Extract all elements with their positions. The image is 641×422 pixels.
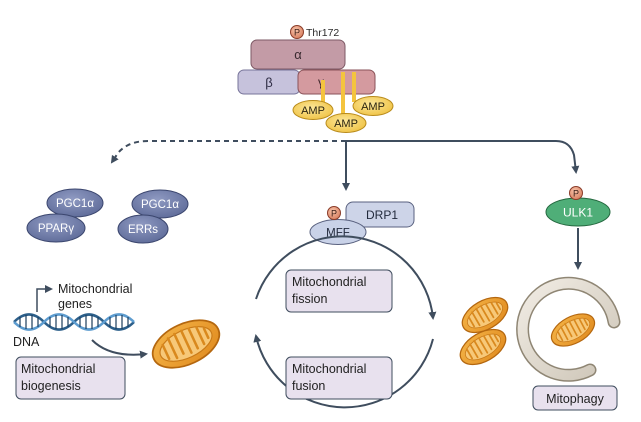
dna-base-pairs (19, 315, 129, 329)
arrow-to-ulk1 (346, 140, 580, 174)
fission-label-box: Mitochondrial fission (285, 269, 393, 313)
dashed-arrow-to-biogenesis-regulators (110, 140, 346, 164)
fission-line-2: fission (292, 292, 327, 306)
gamma-subunit (297, 69, 376, 95)
drp1-label: DRP1 (366, 208, 398, 222)
amp-left (292, 100, 334, 120)
ulk1-label: ULK1 (563, 206, 593, 220)
ampk-complex: P Thr172 α β γ AMP AMP AMP (237, 25, 394, 133)
ampk-phospho-symbol: P (294, 28, 300, 38)
errs-node (117, 214, 169, 244)
transcription-start-arrow (36, 285, 53, 312)
amp-binding-bar-3 (352, 72, 356, 102)
errs-label: ERRs (128, 224, 158, 236)
ppar-gamma-node (26, 213, 86, 243)
alpha-label: α (294, 47, 302, 62)
fission-box (285, 269, 393, 313)
biogenesis-line-2: biogenesis (21, 379, 81, 393)
amp-binding-bar-1 (321, 80, 325, 104)
amp-right (352, 96, 394, 116)
cycle-arc-fusion (253, 334, 434, 409)
fusion-label-box: Mitochondrial fusion (285, 356, 393, 400)
amp-bottom (325, 113, 367, 133)
amp-bottom-label: AMP (334, 118, 358, 130)
mff-phospho-marker (327, 206, 341, 220)
dna-strand-back (13, 313, 135, 331)
pgc1a-left-label: PGC1α (56, 198, 94, 210)
mitochondrion-engulfed (545, 306, 601, 354)
thr172-label: Thr172 (306, 27, 339, 39)
dna-helix (13, 313, 135, 331)
mitochondrion-large (143, 309, 229, 379)
drp1-box (345, 201, 415, 228)
dna-label: DNA (13, 335, 40, 349)
mitophagy-panel: ULK1 P Mitophagy (516, 186, 621, 411)
fusion-box (285, 356, 393, 400)
mitophagy-box (532, 385, 618, 411)
pgc1a-right-node (131, 189, 189, 219)
dynamics-cycle (253, 235, 437, 409)
biogenesis-panel: Mitochondrial genes DNA Mitochondrial bi… (13, 282, 148, 400)
mitochondrial-genes-line-2: genes (58, 297, 92, 311)
cycle-arc-fission (255, 235, 437, 320)
mff-phospho-symbol: P (331, 209, 337, 219)
ppar-gamma-label: PPARγ (38, 223, 74, 235)
mitochondrial-genes-line-1: Mitochondrial (58, 282, 132, 296)
beta-label: β (265, 75, 272, 90)
biogenesis-line-1: Mitochondrial (21, 362, 95, 376)
ulk1-phospho-marker (569, 186, 583, 200)
fission-line-1: Mitochondrial (292, 275, 366, 289)
biogenesis-regulators: PGC1α PPARγ PGC1α ERRs (26, 188, 189, 244)
ampk-signalling-arrows (110, 140, 580, 191)
ampk-phospho-marker (290, 25, 304, 39)
alpha-subunit (250, 39, 346, 70)
arrow-dna-to-mitochondrion (91, 339, 148, 359)
fusion-line-2: fusion (292, 379, 325, 393)
amp-left-label: AMP (301, 105, 325, 117)
ulk1-phospho-symbol: P (573, 189, 579, 199)
amp-binding-bar-2 (341, 72, 345, 114)
amp-right-label: AMP (361, 101, 385, 113)
mitophagy-label: Mitophagy (546, 392, 604, 406)
fusion-line-1: Mitochondrial (292, 362, 366, 376)
pgc1a-right-label: PGC1α (141, 199, 179, 211)
biogenesis-box (15, 356, 126, 400)
phagophore-membrane-inner (517, 278, 619, 381)
